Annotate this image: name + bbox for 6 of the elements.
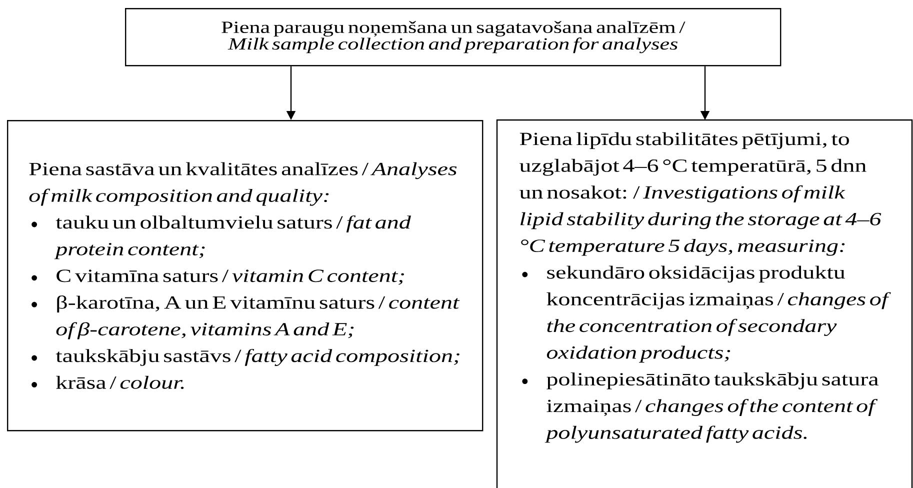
process-box: Piena lipīdu stabilitātes pētījumi, to uzglabājot 4–6 °C temperatūrā, 5 dnn un nosakot: / Investigations of milk lipid stability during the storage at 4–6 °C temperature 5 days, measuring: sekundāro oksidācijas produktu koncentrācijas izmaiņas / changes of the concentration of secondary oxidation products; polinepiesātināto taukskābju satura izmaiņas / changes of the content of polyunsaturated fatty acids. — [496, 119, 913, 488]
node-label: sekundāro oksidācijas produktu koncentrācijas izmaiņas / changes of the concentration of secondary oxidation products; — [546, 266, 891, 363]
node-label: polinepiesātināto taukskābju satura izmaiņas / changes of the content of polyunsaturated fatty acids. — [544, 372, 878, 443]
process-box: Piena paraugu noņemšana un sagatavošana analīzēm / Milk sample collection and preparation for analyses — [125, 8, 782, 66]
node-label: Piena lipīdu stabilitātes pētījumi, to uzglabājot 4–6 °C temperatūrā, 5 dnn un nosakot: / Investigations of milk lipid stability during the storage at 4–6 °C temperature 5 days, measuring: — [520, 132, 882, 256]
process-box: Piena sastāva un kvalitātes analīzes /Analyses of milk composition and quality: tauku un olbaltumvielu saturs / fat and protein content; C vitamīna saturs / vitamin C content; β-karotīna, A un E vitamīnu saturs / content of β-carotene, vitamins A and E; taukskābju sastāvs / fatty acid composition; krāsa / colour. — [7, 120, 484, 432]
